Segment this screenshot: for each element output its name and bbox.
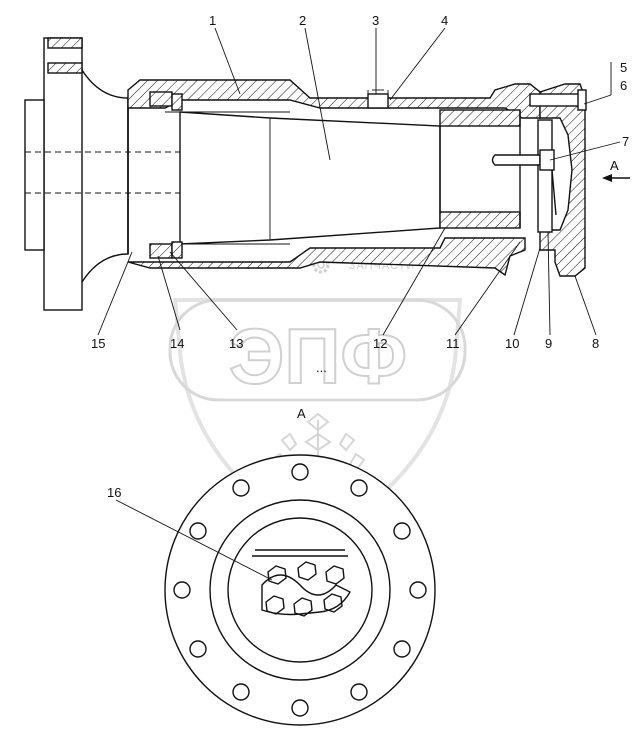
taper-bush xyxy=(179,111,441,245)
lock-wire-end xyxy=(261,574,351,616)
end-bore xyxy=(227,517,373,663)
housing-lower-wall xyxy=(127,237,526,277)
flange-mark-hatch xyxy=(47,62,83,74)
watermark-letters: ЭПФ xyxy=(229,312,407,400)
callout-12: 12 xyxy=(373,336,387,351)
end-flange xyxy=(164,454,436,726)
seal-upper xyxy=(149,91,173,107)
callout-labels: 1 2 3 4 5 6 7 8 9 10 11 12 13 14 15 16 xyxy=(91,13,629,500)
view-title: А xyxy=(297,406,306,421)
seal-lower xyxy=(149,243,173,259)
lock-wire xyxy=(551,169,557,216)
locked-bolt-heads xyxy=(261,561,351,617)
callout-1: 1 xyxy=(209,13,216,28)
callout-13: 13 xyxy=(229,336,243,351)
sleeve-upper xyxy=(439,109,521,127)
flange-hub xyxy=(24,99,45,251)
flange-disc xyxy=(43,37,83,311)
callout-5: 5 xyxy=(620,60,627,75)
bolt-circle xyxy=(173,463,427,717)
end-cross-plate xyxy=(252,549,348,557)
callout-16: 16 xyxy=(107,485,121,500)
callout-14: 14 xyxy=(170,336,184,351)
sleeve-lower xyxy=(439,211,521,229)
ring-lower xyxy=(171,241,183,259)
cover-bolt-head xyxy=(577,89,587,111)
callout-10: 10 xyxy=(505,336,519,351)
callout-3: 3 xyxy=(372,13,379,28)
callout-11: 11 xyxy=(446,336,460,351)
section-view: А xyxy=(24,37,630,311)
callout-15: 15 xyxy=(91,336,105,351)
lock-plate xyxy=(537,119,553,233)
leader-lines xyxy=(97,27,621,581)
callout-4: 4 xyxy=(441,13,448,28)
flange-top-hatch xyxy=(47,37,83,49)
flange-neck xyxy=(81,69,129,283)
end-view: А ... xyxy=(164,360,436,726)
lock-bolt xyxy=(491,154,541,166)
callout-8: 8 xyxy=(592,336,599,351)
callout-6: 6 xyxy=(620,78,627,93)
callout-7: 7 xyxy=(622,134,629,149)
ring-upper xyxy=(171,93,183,111)
callout-2: 2 xyxy=(299,13,306,28)
ellipsis-mark: ... xyxy=(316,360,327,375)
plug-bolt xyxy=(367,93,389,109)
callout-9: 9 xyxy=(545,336,552,351)
view-arrow-label: А xyxy=(610,158,619,173)
lock-bolt-head xyxy=(539,149,555,171)
cover-bolt xyxy=(529,93,585,107)
end-flange-inner-ring xyxy=(209,499,391,681)
